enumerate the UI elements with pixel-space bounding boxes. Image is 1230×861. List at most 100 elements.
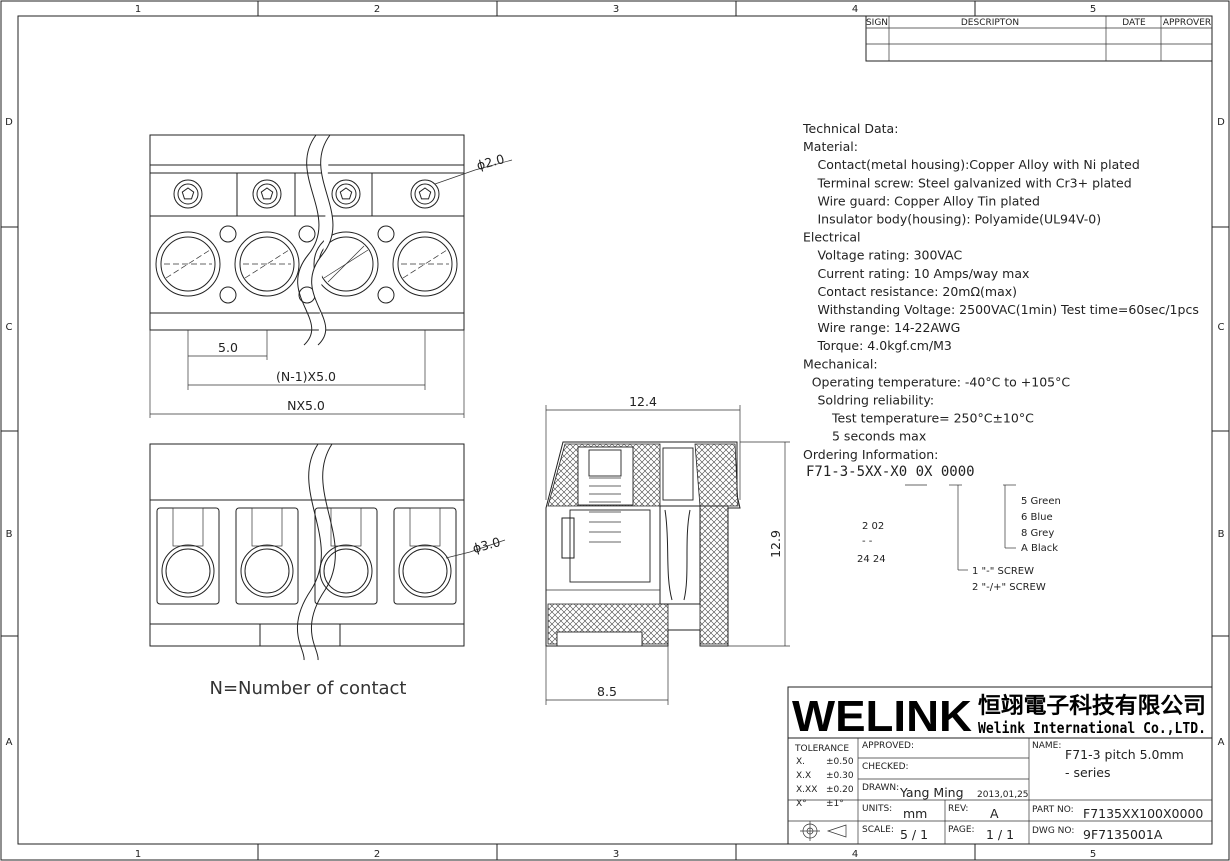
technical-data-line: Ordering Information: bbox=[803, 447, 938, 462]
drawn-by: Yang Ming bbox=[899, 785, 964, 800]
side-depth-dimension: 8.5 bbox=[597, 684, 617, 699]
row-markers: D C B A D C B A bbox=[5, 117, 1225, 748]
poles-range-mid: - - bbox=[862, 536, 873, 547]
drawing-number: 9F7135001A bbox=[1083, 827, 1163, 842]
top-view: ϕ2.0 5.0 (N-1)X5.0 NX5.0 bbox=[149, 134, 513, 418]
rev-label: REV: bbox=[948, 804, 968, 814]
col-marker: 2 bbox=[374, 4, 380, 15]
col-marker: 3 bbox=[613, 4, 619, 15]
tolerance-label: TOLERANCE bbox=[794, 744, 849, 754]
rev-value: A bbox=[990, 806, 999, 821]
units-value: mm bbox=[903, 806, 927, 821]
technical-data-line: Withstanding Voltage: 2500VAC(1min) Test… bbox=[818, 302, 1199, 317]
technical-data-notes: Technical Data:Material:Contact(metal ho… bbox=[802, 121, 1199, 462]
rev-header-description: DESCRIPTON bbox=[961, 18, 1019, 28]
drawn-date: 2013,01,25 bbox=[977, 790, 1029, 800]
rev-header-approver: APPROVER bbox=[1163, 18, 1211, 28]
screw-option: 1 "-" SCREW bbox=[972, 566, 1034, 577]
screw-head bbox=[410, 179, 440, 209]
row-marker: C bbox=[1218, 322, 1225, 333]
part-no-label: PART NO: bbox=[1032, 805, 1074, 815]
color-option: 5 Green bbox=[1021, 496, 1061, 507]
color-option: 6 Blue bbox=[1021, 512, 1053, 523]
column-markers: 1 2 3 4 5 1 2 3 4 5 bbox=[135, 4, 1096, 860]
screw-heads bbox=[173, 179, 440, 209]
technical-data-line: Electrical bbox=[803, 230, 860, 245]
row-marker: D bbox=[1217, 117, 1225, 128]
row-marker: D bbox=[5, 117, 13, 128]
revision-table: SIGN DESCRIPTON DATE APPROVER bbox=[865, 15, 1213, 62]
units-label: UNITS: bbox=[862, 804, 892, 814]
wire-holes bbox=[156, 507, 457, 605]
tolerance-value: ±1° bbox=[826, 799, 844, 809]
screw-head bbox=[173, 179, 203, 209]
col-marker: 4 bbox=[852, 849, 858, 860]
col-marker: 1 bbox=[135, 849, 141, 860]
technical-data-line: Operating temperature: -40°C to +105°C bbox=[812, 374, 1071, 389]
technical-data-line: 5 seconds max bbox=[832, 429, 926, 444]
hole-diameter-label: ϕ3.0 bbox=[471, 534, 502, 556]
pitch-dimension: 5.0 bbox=[218, 340, 238, 355]
technical-data-line: Voltage rating: 300VAC bbox=[818, 248, 963, 263]
technical-data-line: Current rating: 10 Amps/way max bbox=[818, 266, 1030, 281]
company-name-en: Welink International Co.,LTD. bbox=[978, 719, 1206, 737]
technical-data-line: Contact resistance: 20mΩ(max) bbox=[818, 284, 1018, 299]
technical-data-line: Mechanical: bbox=[803, 356, 878, 371]
total-length-dimension: NX5.0 bbox=[287, 398, 325, 413]
technical-data-line: Torque: 4.0kgf.cm/M3 bbox=[817, 338, 952, 353]
drawing-name-line2: - series bbox=[1065, 765, 1111, 780]
technical-data-line: Soldring reliability: bbox=[818, 393, 935, 408]
col-marker: 5 bbox=[1090, 4, 1096, 15]
ordering-information: F71-3-5XX-X0 0X 0000 2 02 - - 24 24 5 Gr… bbox=[806, 464, 1061, 593]
row-marker: C bbox=[6, 322, 13, 333]
row-marker: A bbox=[6, 737, 13, 748]
technical-data-line: Wire range: 14-22AWG bbox=[818, 320, 961, 335]
ordering-code: F71-3-5XX-X0 0X 0000 bbox=[806, 464, 975, 480]
name-label: NAME: bbox=[1032, 741, 1061, 751]
tolerance-value: ±0.50 bbox=[826, 757, 854, 767]
tolerance-value: ±0.30 bbox=[826, 771, 854, 781]
color-option: 8 Grey bbox=[1021, 528, 1054, 539]
tolerance-key: X. bbox=[796, 757, 805, 767]
screw-head bbox=[331, 179, 361, 209]
technical-data-line: Wire guard: Copper Alloy Tin plated bbox=[818, 193, 1040, 208]
rev-header-date: DATE bbox=[1122, 18, 1146, 28]
drawn-label: DRAWN: bbox=[862, 783, 899, 793]
tolerance-value: ±0.20 bbox=[826, 785, 854, 795]
row-marker: B bbox=[6, 529, 13, 540]
col-marker: 2 bbox=[374, 849, 380, 860]
projection-symbol-icon bbox=[800, 821, 847, 841]
tolerance-key: X° bbox=[796, 799, 807, 809]
col-marker: 5 bbox=[1090, 849, 1096, 860]
page-label: PAGE: bbox=[948, 825, 975, 835]
technical-data-line: Terminal screw: Steel galvanized with Cr… bbox=[817, 175, 1132, 190]
company-logo: WELINK bbox=[792, 692, 972, 741]
rev-header-sign: SIGN bbox=[866, 18, 888, 28]
tolerance-key: X.X bbox=[796, 771, 811, 781]
dwg-no-label: DWG NO: bbox=[1032, 826, 1074, 836]
technical-data-line: Technical Data: bbox=[802, 121, 898, 136]
span-dimension: (N-1)X5.0 bbox=[276, 369, 336, 384]
screw-head bbox=[252, 179, 282, 209]
row-marker: B bbox=[1218, 529, 1225, 540]
side-width-dimension: 12.4 bbox=[629, 394, 657, 409]
color-option: A Black bbox=[1021, 543, 1058, 554]
col-marker: 3 bbox=[613, 849, 619, 860]
contact-count-note: N=Number of contact bbox=[209, 678, 406, 699]
technical-data-line: Contact(metal housing):Copper Alloy with… bbox=[818, 157, 1140, 172]
screw-option: 2 "-/+" SCREW bbox=[972, 582, 1046, 593]
technical-data-line: Test temperature= 250°C±10°C bbox=[831, 411, 1034, 426]
page-value: 1 / 1 bbox=[986, 827, 1014, 842]
company-name-cn: 恒翊電子科技有限公司 bbox=[978, 693, 1206, 719]
title-block: WELINK 恒翊電子科技有限公司 Welink International C… bbox=[787, 686, 1213, 845]
front-view: ϕ3.0 N=Number of contact bbox=[149, 443, 506, 699]
poles-range-bottom: 24 24 bbox=[857, 554, 886, 565]
tolerance-key: X.XX bbox=[796, 785, 817, 795]
col-marker: 1 bbox=[135, 4, 141, 15]
side-height-dimension: 12.9 bbox=[768, 530, 783, 558]
side-section-view: 12.4 12.9 8.5 bbox=[545, 394, 790, 705]
approved-label: APPROVED: bbox=[862, 741, 914, 751]
drawing-name-line1: F71-3 pitch 5.0mm bbox=[1065, 747, 1184, 762]
